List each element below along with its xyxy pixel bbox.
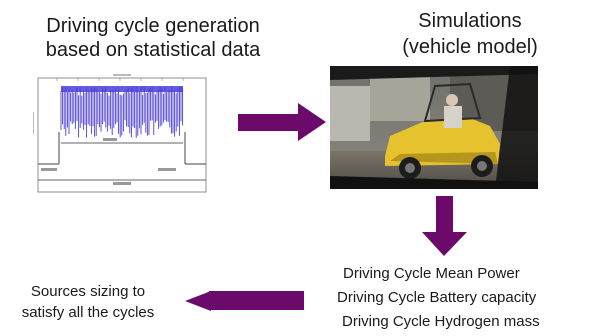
vehicle-photo-svg — [330, 66, 538, 189]
plot-frame — [37, 77, 207, 193]
cycle-generation-title-line1: Driving cycle generation — [46, 15, 260, 37]
simulations-title: Simulations (vehicle model) — [345, 8, 595, 60]
sources-sizing-line2: satisfy all the cycles — [21, 304, 155, 321]
down-arrow-icon — [422, 196, 467, 256]
sources-sizing-line1: Sources sizing to — [30, 283, 146, 300]
result-hydrogen-mass: Driving Cycle Hydrogen mass — [342, 313, 540, 330]
simulations-title-line1: Simulations — [418, 10, 522, 32]
simulation-results: Driving Cycle Mean Power Driving Cycle B… — [334, 262, 595, 334]
right-arrow-icon — [238, 103, 326, 141]
plot-label-mark — [113, 74, 131, 76]
plot-spike-band — [61, 86, 183, 92]
driving-cycle-plot-svg — [31, 72, 211, 200]
sources-sizing-text: Sources sizing to satisfy all the cycles — [0, 281, 176, 323]
driving-cycle-plot-image — [31, 72, 211, 200]
simulations-title-line2: (vehicle model) — [402, 36, 538, 58]
plot-label-mark — [41, 168, 57, 171]
left-arrow-icon — [185, 291, 304, 311]
plot-spikes — [60, 86, 184, 138]
cycle-generation-title: Driving cycle generation based on statis… — [8, 14, 298, 62]
plot-top-ticks — [56, 78, 184, 81]
plot-label-mark — [103, 138, 117, 141]
cycle-generation-title-line2: based on statistical data — [45, 39, 261, 61]
result-mean-power: Driving Cycle Mean Power — [343, 265, 520, 282]
plot-label-mark — [158, 168, 176, 171]
plot-label-mark — [113, 182, 131, 185]
plot-label-mark — [31, 112, 34, 134]
result-battery-capacity: Driving Cycle Battery capacity — [337, 289, 537, 306]
vehicle-photo — [330, 66, 538, 189]
